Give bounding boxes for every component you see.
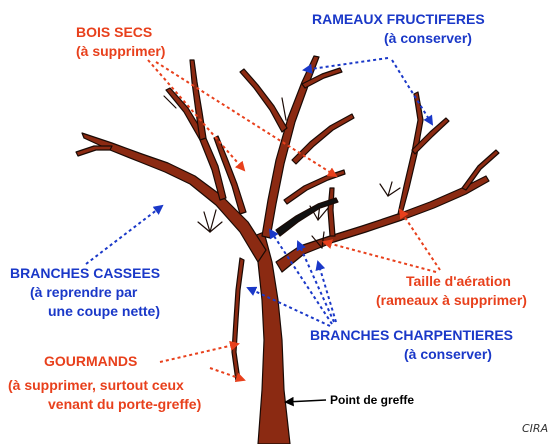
arrow-greffe (286, 400, 326, 402)
branch-right-upright (398, 92, 423, 214)
arrow-charpentieres-1 (248, 288, 330, 326)
label-cassees-sub2: une coupe nette) (48, 303, 160, 319)
twig (210, 210, 216, 232)
branch-right-inner (328, 188, 335, 236)
branch-left-drop (232, 258, 244, 381)
label-gourmands-sub2: venant du porte-greffe) (48, 396, 201, 412)
arrow-taille-1 (324, 242, 436, 272)
twig (282, 98, 286, 120)
label-gourmands: GOURMANDS (44, 353, 137, 369)
label-bois-secs-sub: (à supprimer) (76, 43, 165, 59)
label-greffe: Point de greffe (330, 393, 414, 407)
branch-center-right (292, 114, 354, 164)
label-charpentieres-sub: (à conserver) (404, 346, 492, 362)
branch-center-left (240, 69, 287, 132)
arrow-taille-2 (400, 210, 440, 270)
label-taille-sub: (rameaux à supprimer) (376, 292, 527, 308)
branch-left-top (190, 60, 206, 140)
arrow-gourmands-1 (160, 344, 238, 362)
label-gourmands-sub1: (à supprimer, surtout ceux (8, 377, 184, 393)
label-cassees-sub1: (à reprendre par (30, 284, 138, 300)
label-bois-secs: BOIS SECS (76, 24, 152, 40)
arrow-cassees (86, 206, 162, 264)
label-charpentieres: BRANCHES CHARPENTIERES (310, 327, 513, 343)
label-cassees: BRANCHES CASSEES (10, 265, 160, 281)
twig (380, 184, 388, 196)
label-rameaux: RAMEAUX FRUCTIFERES (312, 11, 485, 27)
label-taille: Taille d'aération (406, 273, 511, 289)
credit-text: CIRA (522, 422, 548, 435)
branch-left-outer (76, 146, 112, 156)
arrow-rameaux-2 (392, 60, 432, 124)
label-rameaux-sub: (à conserver) (384, 30, 472, 46)
